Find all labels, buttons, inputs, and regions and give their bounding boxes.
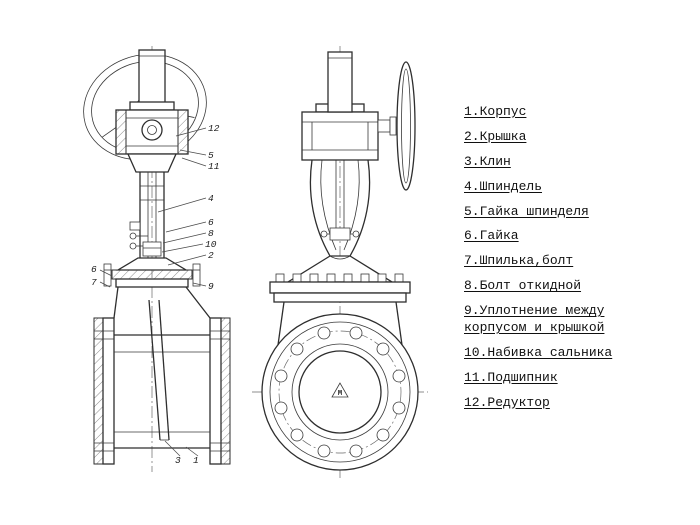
callout-8: 8 [208,228,214,239]
legend-item-8: 8.Болт откидной [464,278,582,294]
legend-item-4: 4.Шпиндель [464,178,543,194]
yoke-front [309,159,371,260]
bearing-side [141,119,163,141]
callout-4: 4 [208,193,214,204]
callout-labels: 12 5 11 4 6 8 10 2 9 6 7 3 1 [91,123,220,466]
handwheel-front [377,61,416,191]
pipe-flange-front: М [261,313,419,471]
side-view: 12 5 11 4 6 8 10 2 9 6 7 3 1 [83,46,231,472]
legend-item-12: 12.Редуктор [464,394,550,410]
center-mark-triangle [331,382,349,398]
stem-front [327,51,353,113]
legend-item-9: 9.Уплотнение между корпусом и крышкой [464,303,605,336]
callout-6b: 6 [91,264,97,275]
callout-1: 1 [193,455,199,466]
hinged-bolt-bracket-side [129,221,148,250]
legend-item-2: 2.Крышка [464,128,527,144]
bonnet-bolt-right [192,263,201,287]
legend-item-7: 7.Шпилька,болт [464,253,574,269]
legend-item-6: 6.Гайка [464,228,519,244]
legend-item-10: 10.Набивка сальника [464,344,613,360]
legend-item-1: 1.Корпус [464,104,527,119]
legend-item-5: 5.Гайка шпинделя [464,203,589,219]
gate-valve-drawing: 12 5 11 4 6 8 10 2 9 6 7 3 1 [83,46,428,478]
front-view: М [252,46,428,478]
body-side [93,286,231,465]
callout-3: 3 [175,455,181,466]
body-neck-front [277,301,403,346]
bonnet-dome-front [285,255,395,283]
gearbox-side [115,101,189,173]
callout-11: 11 [208,161,219,172]
callout-leaders [99,127,207,457]
center-mark-letter: М [338,390,342,398]
stuffing-box-side [142,241,162,257]
parts-legend: 1.Корпус 2.Крышка 3.Клин 4.Шпиндель 5.Га… [464,104,644,420]
bonnet-flange-front [269,273,411,303]
callout-10: 10 [205,239,217,250]
gland-front [320,227,360,241]
callout-6: 6 [208,217,214,228]
bonnet-flange-side [103,257,201,288]
callout-9: 9 [208,281,214,292]
wedge-side [148,299,161,441]
callout-7: 7 [91,277,97,288]
legend-item-3: 3.Клин [464,153,511,169]
callout-2: 2 [208,250,214,261]
legend-item-11: 11.Подшипник [464,369,558,385]
callout-12: 12 [208,123,220,134]
callout-5: 5 [208,150,214,161]
